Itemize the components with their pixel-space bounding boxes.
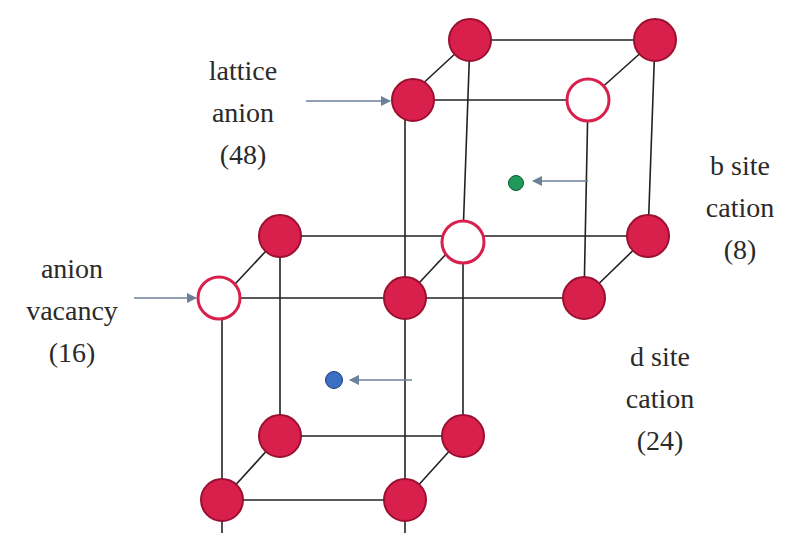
site-label: lattice anion (209, 50, 277, 134)
b-site-cation (509, 176, 524, 191)
label-group: anion vacancy(16) (26, 248, 118, 374)
count-number: (16) (26, 332, 118, 374)
d-site-cation (326, 372, 343, 389)
count-number: (24) (622, 420, 698, 462)
count-number: (8) (702, 229, 778, 271)
count-number: (48) (209, 134, 277, 176)
cube-edges (219, 40, 655, 533)
site-label: anion vacancy (26, 248, 118, 332)
label-group: d site cation(24) (622, 336, 698, 462)
leader-arrows (134, 101, 588, 380)
label-group: b site cation(8) (702, 145, 778, 271)
site-label: d site cation (622, 336, 698, 420)
label-group: lattice anion(48) (209, 50, 277, 176)
anions (201, 19, 676, 521)
site-label: b site cation (702, 145, 778, 229)
